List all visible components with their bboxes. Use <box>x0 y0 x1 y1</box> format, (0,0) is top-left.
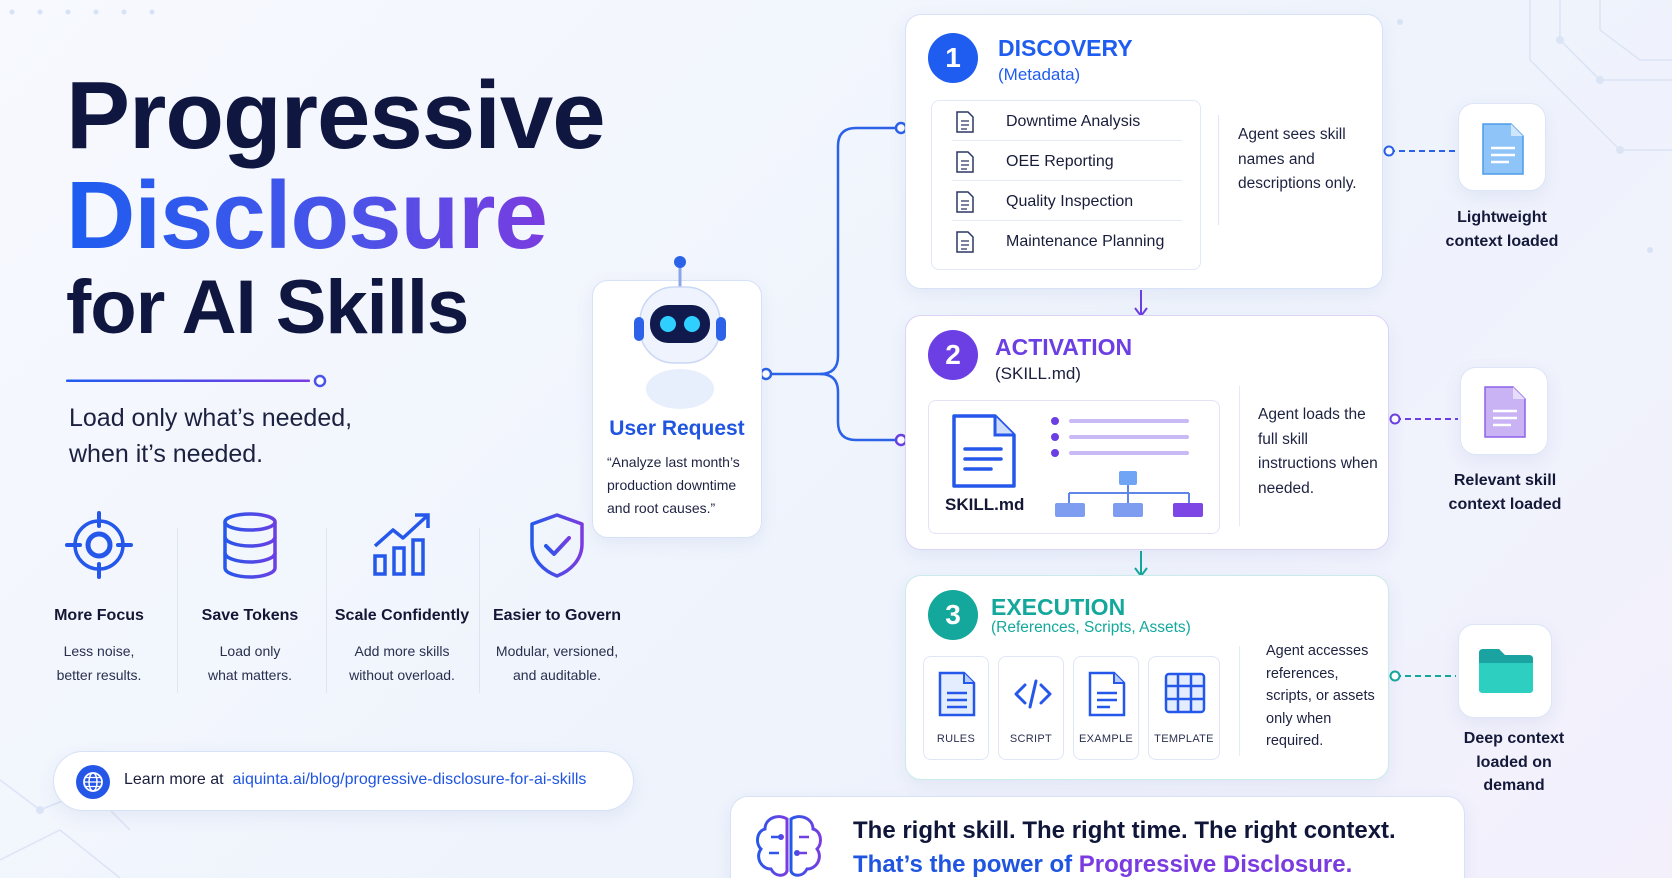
tagline: Load only what’s needed, when it’s neede… <box>69 404 353 468</box>
document-icon <box>956 111 974 133</box>
benefit-desc: Modular, versioned, <box>495 643 619 659</box>
stage-number: 3 <box>928 590 978 640</box>
skill-file-label: SKILL.md <box>945 495 1025 514</box>
growth-chart-icon <box>373 513 430 576</box>
stage-execution-card: 3 EXECUTION (References, Scripts, Assets… <box>905 575 1389 780</box>
benefit-title: Easier to Govern <box>492 607 622 624</box>
divider <box>326 528 327 693</box>
stage-activation-card: 2 ACTIVATION (SKILL.md) SKILL.md Agent l… <box>905 315 1389 550</box>
stage-subtitle: (References, Scripts, Assets) <box>991 619 1191 636</box>
benefit-title: Save Tokens <box>201 607 299 624</box>
divider <box>1239 386 1240 526</box>
benefit-desc: Add more skills <box>354 643 450 659</box>
resource-template[interactable]: TEMPLATE <box>1148 656 1220 760</box>
target-icon <box>65 511 133 579</box>
title-underline <box>66 374 327 388</box>
stage-title: DISCOVERY <box>998 35 1133 61</box>
relevant-context-box <box>1460 367 1548 455</box>
lightweight-context-box <box>1458 103 1546 191</box>
benefit-desc: Less noise, <box>63 643 135 659</box>
stage-description: Agent loads the full skill instructions … <box>1258 406 1378 497</box>
divider <box>177 528 178 693</box>
user-request-title: User Request <box>609 417 745 440</box>
stage-subtitle: (Metadata) <box>998 65 1081 84</box>
stage-subtitle: (SKILL.md) <box>995 364 1081 383</box>
list-item[interactable]: Quality Inspection <box>952 181 1182 221</box>
stage-title: ACTIVATION <box>995 334 1133 360</box>
benefit-desc: without overload. <box>349 667 455 683</box>
skill-structure-illustration <box>1051 417 1203 517</box>
benefit-desc: what matters. <box>207 667 293 683</box>
list-item[interactable]: OEE Reporting <box>952 141 1182 181</box>
skill-name: OEE Reporting <box>1006 153 1114 170</box>
stage-title: EXECUTION <box>991 594 1126 620</box>
title-line-1: Progressive <box>66 62 606 169</box>
folder-icon <box>1479 649 1533 693</box>
user-request-quote: “Analyze last month’s production downtim… <box>607 454 740 516</box>
learn-more-label: Learn more at <box>124 771 224 788</box>
stage-number: 1 <box>928 33 978 83</box>
divider <box>1218 115 1219 225</box>
side-context-label: Deep context loaded on demand <box>1463 730 1565 794</box>
document-icon <box>938 671 976 717</box>
document-icon <box>1088 671 1126 717</box>
stage-description: Agent sees skill names and descriptions … <box>1238 126 1357 192</box>
deep-context-box <box>1458 624 1552 718</box>
resource-example[interactable]: EXAMPLE <box>1073 656 1139 760</box>
skill-name: Quality Inspection <box>1006 193 1134 210</box>
side-context-label: Relevant skill context loaded <box>1448 472 1562 513</box>
skill-name: Downtime Analysis <box>1006 113 1141 130</box>
document-icon <box>956 231 974 253</box>
skill-file-icon <box>952 414 1016 488</box>
resource-rules[interactable]: RULES <box>923 656 989 760</box>
stage-discovery-card: 1 DISCOVERY (Metadata) Downtime Analysis… <box>905 14 1383 289</box>
resource-script[interactable]: SCRIPT <box>998 656 1064 760</box>
grid-icon <box>1164 672 1206 714</box>
benefit-desc: and auditable. <box>513 667 601 683</box>
globe-icon <box>76 765 110 799</box>
resource-label: RULES <box>936 733 976 745</box>
brain-icon <box>756 815 822 877</box>
benefit-scale-confidently: Scale Confidently Add more skills without… <box>327 510 477 687</box>
skill-name: Maintenance Planning <box>1006 233 1165 250</box>
learn-more-link[interactable]: aiquinta.ai/blog/progressive-disclosure-… <box>232 771 587 788</box>
benefit-desc: better results. <box>56 667 142 683</box>
benefit-save-tokens: Save Tokens Load only what matters. <box>175 510 325 687</box>
benefit-easier-to-govern: Easier to Govern Modular, versioned, and … <box>482 510 632 687</box>
robot-icon <box>634 256 726 409</box>
user-request-card: User Request “Analyze last month’s produ… <box>592 256 762 538</box>
stage-number: 2 <box>928 330 978 380</box>
bottom-banner: The right skill. The right time. The rig… <box>730 796 1465 878</box>
resource-label: TEMPLATE <box>1154 733 1214 745</box>
resource-label: EXAMPLE <box>1078 733 1134 745</box>
bottom-headline: The right skill. The right time. The rig… <box>853 817 1396 844</box>
benefit-title: Scale Confidently <box>334 607 470 624</box>
bottom-highlight: Progressive Disclosure. <box>1078 851 1353 878</box>
benefit-more-focus: More Focus Less noise, better results. <box>24 510 174 687</box>
list-item[interactable]: Maintenance Planning <box>952 221 1182 261</box>
document-icon <box>956 191 974 213</box>
divider <box>479 528 480 693</box>
benefit-title: More Focus <box>54 607 144 624</box>
benefit-desc: Load only <box>219 643 281 659</box>
divider <box>1239 646 1240 756</box>
document-icon <box>1482 123 1524 175</box>
code-icon <box>1014 679 1052 709</box>
database-icon <box>223 512 277 579</box>
skill-metadata-list: Downtime Analysis OEE Reporting Quality … <box>931 100 1201 270</box>
title-line-3: for AI Skills <box>66 265 469 350</box>
side-context-label: Lightweight context loaded <box>1445 209 1559 250</box>
learn-more-pill[interactable]: Learn more at aiquinta.ai/blog/progressi… <box>53 751 634 811</box>
resource-label: SCRIPT <box>1009 733 1053 745</box>
bottom-subline: That’s the power of <box>853 851 1079 878</box>
title-line-2: Disclosure <box>66 162 548 269</box>
stage-description: Agent accesses references, scripts, or a… <box>1266 643 1375 749</box>
list-item[interactable]: Downtime Analysis <box>952 101 1182 141</box>
document-icon <box>1484 386 1526 438</box>
skill-file-preview: SKILL.md <box>928 400 1220 534</box>
shield-check-icon <box>530 513 584 578</box>
document-icon <box>956 151 974 173</box>
